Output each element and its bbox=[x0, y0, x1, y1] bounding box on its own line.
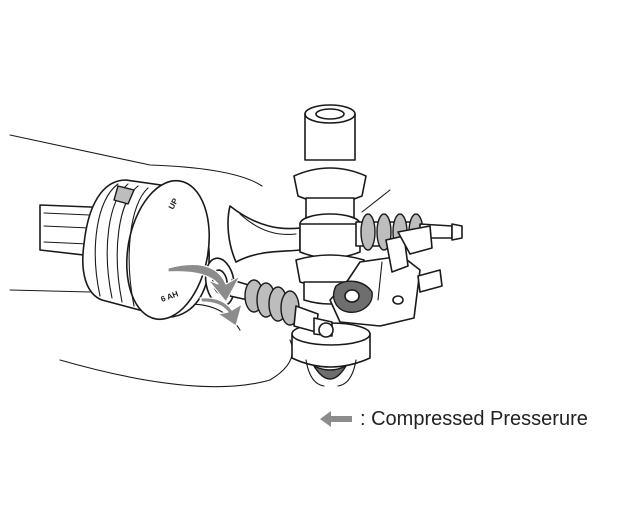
legend-label: : Compressed Presserure bbox=[360, 407, 588, 430]
gray-left-arrow-icon bbox=[320, 411, 352, 427]
flow-arrow-upper bbox=[167, 263, 241, 303]
pressure-flow-arrows bbox=[167, 263, 243, 327]
legend: : Compressed Presserure bbox=[318, 404, 588, 434]
oil-passage bbox=[227, 205, 301, 263]
flow-arrow-lower bbox=[199, 297, 243, 327]
piston: UP 6 AH bbox=[82, 179, 211, 321]
lever-bracket bbox=[329, 225, 443, 327]
